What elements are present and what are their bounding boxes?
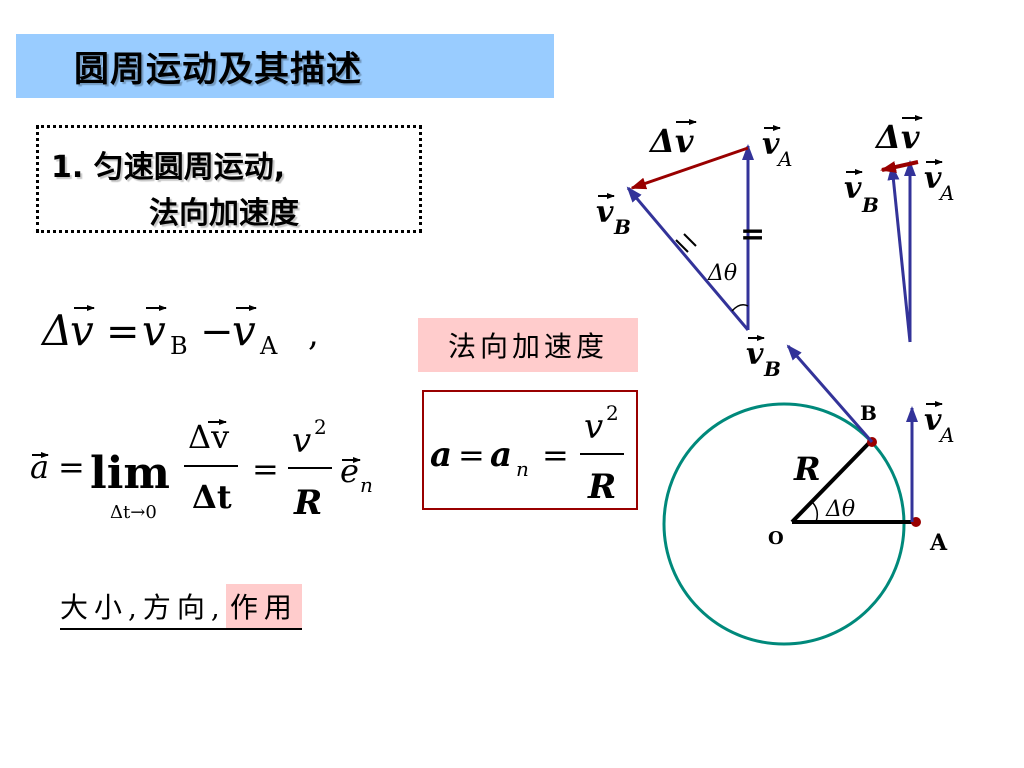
eq2-v: v xyxy=(292,421,311,461)
caption-effect: 作用 xyxy=(225,584,302,630)
va-label-2: v xyxy=(924,161,942,196)
topic-line-1: 1. 匀速圆周运动, xyxy=(51,142,285,186)
delta-v-label-1: Δv xyxy=(648,122,694,160)
eq3-equals-2: = xyxy=(542,436,569,474)
vector-vb-small xyxy=(887,164,912,343)
delta-v-label-2: Δv xyxy=(874,118,920,156)
eq2-lim: lim xyxy=(90,448,170,499)
normal-acceleration-label: 法向加速度 xyxy=(418,318,638,372)
circular-motion-diagram: = Δθ Δv v A v B Δv v B v A Δθ R B A O v … xyxy=(596,115,954,646)
eq3-equals: = xyxy=(458,436,485,474)
eq2-equals-2: = xyxy=(252,450,279,488)
vector-vb-triangle xyxy=(626,186,750,331)
eq2-a: a xyxy=(30,448,49,486)
caption: 大小,方向, 作用 xyxy=(60,584,302,630)
va-sub-3: A xyxy=(938,423,954,447)
caption-size: 大小, xyxy=(60,591,143,624)
normal-acceleration-formula-box: a = a n = v 2 R xyxy=(422,390,638,510)
eq1-sub-a: A xyxy=(259,332,278,360)
equal-mark: = xyxy=(740,217,765,252)
vb-label-3: v xyxy=(746,337,764,372)
angle-arc-triangle xyxy=(731,304,749,312)
eq1-vb: v xyxy=(142,306,166,355)
eq1-comma: , xyxy=(308,314,319,354)
radius-label: R xyxy=(793,450,821,488)
topic-box: 1. 匀速圆周运动, 法向加速度 xyxy=(36,125,422,233)
topic-number: 1. xyxy=(51,150,84,185)
vb-label-2: v xyxy=(844,171,862,206)
va-sub-1: A xyxy=(776,147,792,171)
eq3-r: R xyxy=(587,467,616,507)
eq1-v: v xyxy=(70,306,94,355)
slide-title: 圆周运动及其描述 xyxy=(74,49,363,90)
va-sub-2: A xyxy=(938,181,954,205)
delta-theta-label-1: Δθ xyxy=(707,261,737,286)
eq3-v: v xyxy=(584,407,603,447)
va-label-1: v xyxy=(762,127,780,162)
acceleration-equation: a = lim Δt→0 Δv Δt = v 2 R e n xyxy=(30,415,373,523)
delta-v-equation: Δ v = v B − v A , xyxy=(40,305,319,360)
eq3-sub-n: n xyxy=(516,457,529,481)
point-o-label: O xyxy=(768,528,784,549)
eq1-minus: − xyxy=(200,309,234,355)
vector-delta-v-triangle xyxy=(630,146,749,190)
eq2-den: Δt xyxy=(192,478,232,516)
eq1-delta: Δ xyxy=(40,306,72,355)
normal-acceleration-formula: a = a n = v 2 R xyxy=(430,401,624,507)
vb-label-1: v xyxy=(596,195,614,230)
radius-ob xyxy=(790,440,872,524)
topic-text-1: 匀速圆周运动, xyxy=(93,150,286,185)
equal-length-tick xyxy=(683,233,697,247)
vb-sub-2: B xyxy=(861,193,879,217)
vector-delta-v-small xyxy=(880,160,919,173)
point-b-label: B xyxy=(860,401,877,425)
eq3-a: a xyxy=(430,435,452,475)
eq1-equals: = xyxy=(106,309,140,355)
title-bar: 圆周运动及其描述 xyxy=(16,34,554,98)
va-label-3: v xyxy=(924,403,942,438)
eq2-lim-sub: Δt→0 xyxy=(110,502,157,523)
point-a-label: A xyxy=(929,530,948,556)
equal-length-tick xyxy=(675,239,689,253)
eq3-exp: 2 xyxy=(606,401,619,425)
eq1-sub-b: B xyxy=(170,332,188,360)
eq2-num: Δv xyxy=(188,418,229,456)
eq2-r: R xyxy=(293,483,322,523)
vb-sub-3: B xyxy=(763,357,781,381)
topic-line-2: 法向加速度 xyxy=(149,196,299,231)
eq2-e: e xyxy=(340,452,359,490)
delta-theta-label-2: Δθ xyxy=(825,497,855,522)
eq1-va: v xyxy=(232,306,256,355)
vector-vb-at-b xyxy=(786,344,874,443)
eq2-equals: = xyxy=(58,448,85,486)
caption-direction: 方向, xyxy=(142,591,226,624)
eq2-exp: 2 xyxy=(314,415,327,439)
eq2-n: n xyxy=(360,473,373,497)
vb-sub-1: B xyxy=(613,215,631,239)
caption-underlined: 大小,方向, xyxy=(60,586,226,630)
angle-arc-circle xyxy=(811,501,819,523)
eq3-a-n: a xyxy=(490,435,512,475)
